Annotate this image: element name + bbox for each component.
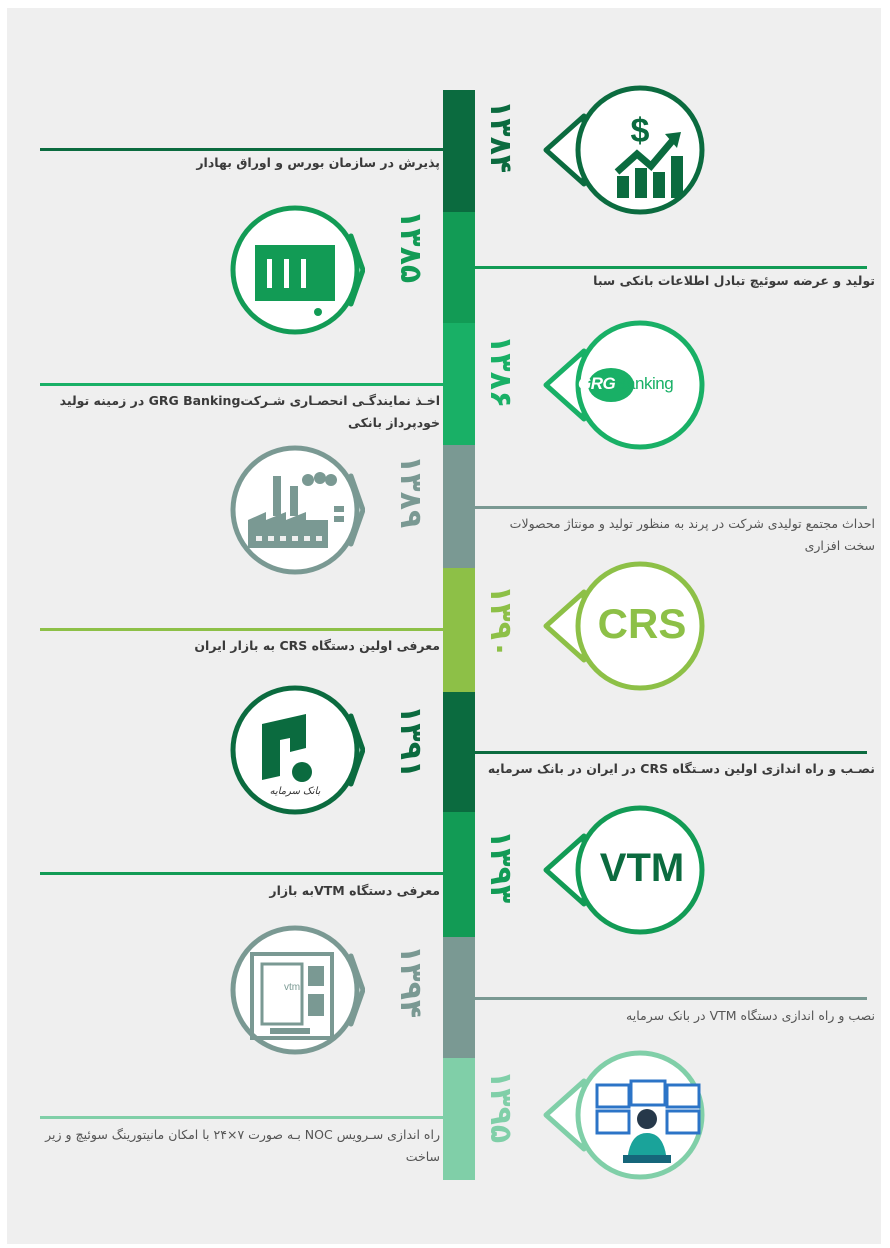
milestone-caption: اخـذ نمایندگـی انحصـاری شـرکتGRG Banking…: [59, 393, 440, 430]
year-label: ۱۳۸۶: [483, 335, 518, 409]
timeline-segment: [443, 692, 475, 812]
year-label: ۱۳۸۹: [393, 455, 428, 529]
timeline-segment: [443, 212, 475, 323]
timeline-segment: [443, 90, 475, 212]
milestone-caption: نصـب و راه اندازی اولین دسـتگاه CRS در ا…: [487, 761, 875, 776]
connector-line: [40, 1116, 445, 1119]
badge-text: CRS: [597, 600, 687, 647]
milestone-badge: [540, 1045, 710, 1185]
connector-line: [40, 383, 445, 386]
milestone-caption: نصب و راه اندازی دستگاه VTM در بانک سرما…: [626, 1008, 875, 1023]
milestone-badge: [195, 440, 365, 580]
stock-growth-icon: $: [614, 112, 683, 198]
factory-icon: [248, 472, 344, 548]
connector-line: [475, 266, 867, 269]
timeline-segment: [443, 445, 475, 568]
grg-banking-logo-icon: [588, 368, 634, 402]
badge-text: vtm: [283, 982, 301, 993]
connector-line: [475, 751, 867, 754]
milestone-badge: $: [540, 80, 710, 220]
year-label: ۱۳۹۰: [483, 585, 518, 659]
milestone-caption: معرفی دستگاه VTMبه بازار: [269, 883, 440, 898]
svg-text:$: $: [631, 112, 650, 150]
timeline-segment: [443, 1058, 475, 1180]
timeline-segment: [443, 812, 475, 937]
timeline-segment: [443, 568, 475, 692]
timeline-segment: [443, 937, 475, 1058]
milestone-caption: احداث مجتمع تولیدی شرکت در پرند به منظور…: [509, 516, 875, 553]
timeline-segment: [443, 323, 475, 445]
milestone-badge: [540, 800, 710, 940]
year-label: ۱۳۹۴: [393, 945, 428, 1019]
bank-sarmayeh-logo-icon: [262, 714, 312, 782]
year-label: ۱۳۹۳: [483, 830, 518, 904]
milestone-caption: معرفی اولین دستگاه CRS به بازار ایران: [194, 638, 440, 653]
milestone-caption: پذیرش در سازمان بورس و اوراق بهادار: [196, 155, 440, 170]
badge-text: بانک سرمایه: [269, 786, 321, 797]
noc-monitoring-icon: [595, 1079, 701, 1163]
connector-line: [475, 997, 867, 1000]
milestone-badge: [195, 920, 365, 1060]
milestone-badge: [195, 200, 365, 340]
year-label: ۱۳۹۵: [483, 1070, 518, 1144]
milestone-badge: [195, 680, 365, 820]
connector-line: [475, 506, 867, 509]
year-label: ۱۳۹۱: [393, 705, 428, 779]
badge-text: GRGBanking: [578, 374, 674, 393]
milestone-caption: تولید و عرضه سوئیچ تبادل اطلاعات بانکی س…: [593, 273, 875, 288]
year-label: ۱۳۸۴: [483, 100, 518, 174]
badge-text: VTM: [599, 846, 685, 890]
saba-logo-icon: [255, 245, 335, 316]
connector-line: [40, 148, 445, 151]
connector-line: [40, 872, 445, 875]
milestone-caption: راه اندازی سـرویس NOC بـه صورت ۷×۲۴ با ا…: [45, 1127, 440, 1164]
year-label: ۱۳۸۵: [393, 210, 428, 284]
vtm-kiosk-icon: [250, 952, 334, 1040]
connector-line: [40, 628, 445, 631]
milestone-badge: [540, 556, 710, 696]
milestone-badge: [540, 315, 710, 455]
